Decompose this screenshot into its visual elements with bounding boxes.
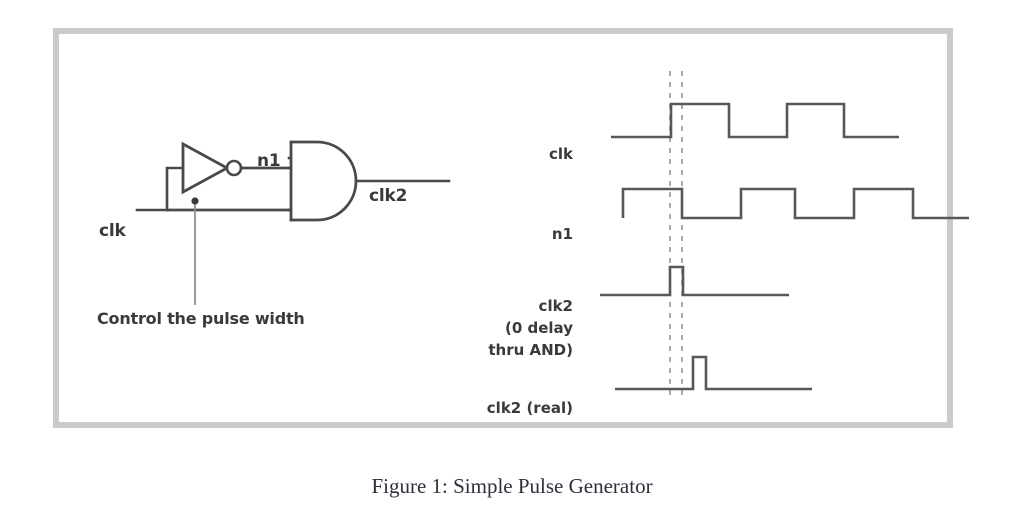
- waveform-clk2-real: [615, 355, 812, 391]
- inverter-triangle: [181, 141, 230, 195]
- waveform-label-clk2-real: clk2 (real): [487, 397, 573, 419]
- waveform-clk2-zero-delay: [600, 265, 789, 297]
- waveform-n1: [621, 187, 969, 220]
- schematic-label-n1: n1: [257, 151, 281, 171]
- waveform-label-clk: clk: [549, 143, 573, 165]
- timing-diagram: [600, 71, 969, 398]
- figure-caption: Figure 1: Simple Pulse Generator: [371, 474, 653, 498]
- waveform-label-clk2-line1: clk2: [538, 297, 573, 315]
- schematic-drawing: [135, 140, 451, 305]
- annotation-control-pulse-width: Control the pulse width: [97, 309, 305, 328]
- figure-inner: clk n1 clk2 Control the pulse width: [59, 34, 969, 422]
- schematic-label-clk2: clk2: [369, 186, 408, 206]
- waveform-label-clk2: clk2 (0 delay thru AND): [488, 295, 573, 361]
- schematic-label-clk: clk: [99, 221, 126, 241]
- branch-node-dot: [191, 197, 199, 205]
- waveform-label-clk2-line2: (0 delay: [504, 319, 573, 337]
- waveform-label-n1: n1: [552, 223, 573, 245]
- waveform-label-clk-text: clk: [548, 145, 573, 163]
- waveform-label-clk2-real-text: clk2 (real): [486, 399, 573, 417]
- waveform-clk: [611, 102, 899, 139]
- waveform-label-clk2-line3: thru AND): [488, 341, 573, 359]
- waveform-label-n1-text: n1: [551, 225, 573, 243]
- wire-clk-branch-to-inverter: [165, 166, 185, 212]
- figure-frame: clk n1 clk2 Control the pulse width: [53, 28, 969, 428]
